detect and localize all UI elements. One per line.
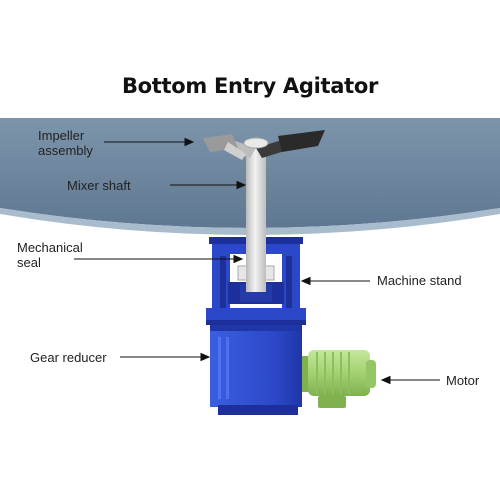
label-mixer-shaft: Mixer shaft <box>67 178 131 193</box>
tank-bottom-rim <box>0 208 500 235</box>
label-impeller-assembly: Impeller assembly <box>38 128 93 158</box>
impeller-assembly <box>203 130 325 160</box>
label-gear-reducer: Gear reducer <box>30 350 107 365</box>
label-mechanical-line1: Mechanical <box>17 240 83 255</box>
label-motor: Motor <box>446 373 480 388</box>
label-impeller-line1: Impeller <box>38 128 85 143</box>
label-impeller-line2: assembly <box>38 143 93 158</box>
mixer-shaft <box>246 142 266 292</box>
label-mechanical-seal: Mechanical seal <box>17 240 83 270</box>
annotation-arrows <box>74 137 440 385</box>
label-mechanical-line2: seal <box>17 255 41 270</box>
gear-reducer <box>210 325 302 415</box>
diagram-title: Bottom Entry Agitator <box>121 74 379 98</box>
label-machine-stand: Machine stand <box>377 273 462 288</box>
motor <box>302 350 376 408</box>
